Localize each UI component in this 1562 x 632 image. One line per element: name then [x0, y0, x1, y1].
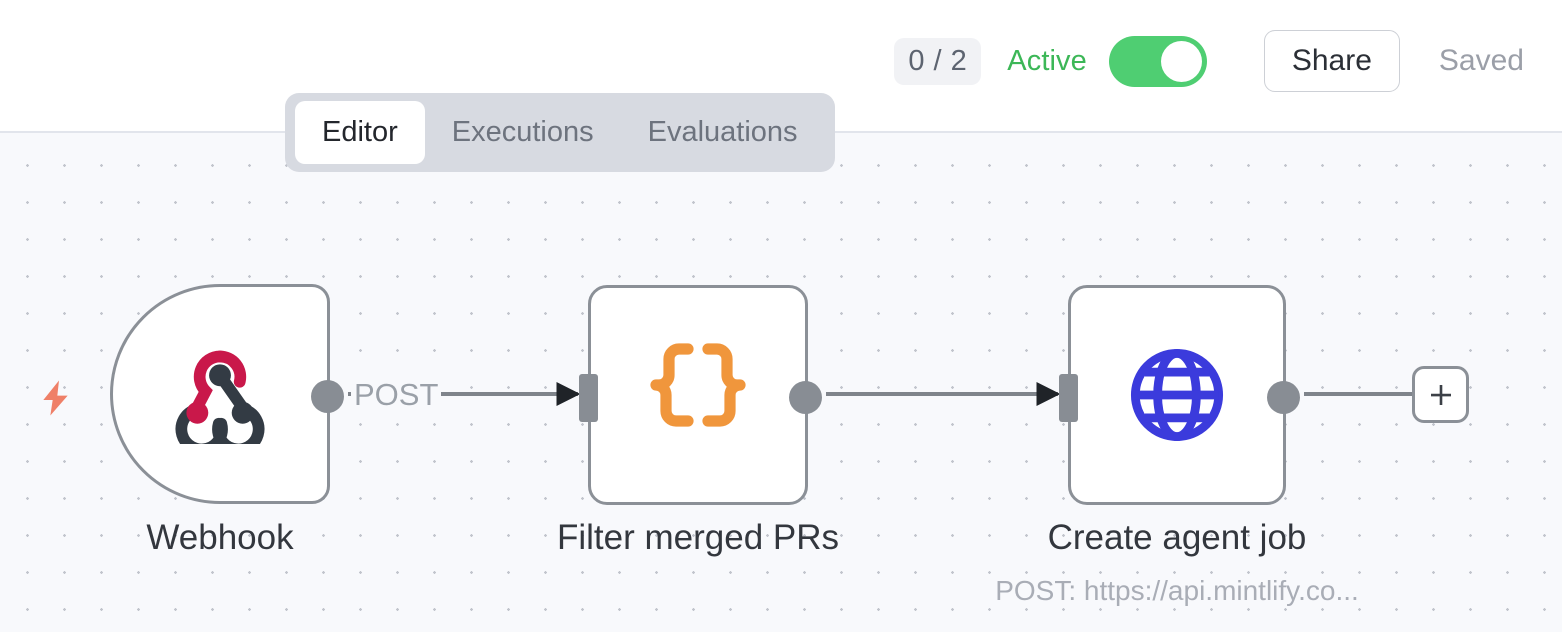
- node-subtitle-create-agent-job: POST: https://api.mintlify.co...: [995, 575, 1359, 606]
- view-tabs: Editor Executions Evaluations: [285, 93, 835, 172]
- node-filter-merged-prs[interactable]: [579, 285, 822, 505]
- tab-evaluations[interactable]: Evaluations: [647, 116, 798, 148]
- save-state-label: Saved: [1438, 44, 1524, 77]
- node-label-filter-merged-prs: Filter merged PRs: [556, 518, 840, 557]
- share-button[interactable]: Share: [1263, 30, 1400, 92]
- workflow-status-label: Active: [1007, 44, 1087, 77]
- run-count-badge: 0 / 2: [894, 37, 982, 85]
- connection-label-post: POST: [351, 377, 442, 413]
- lightning-bolt-icon: [43, 380, 68, 416]
- node-icon-container: [1071, 288, 1283, 502]
- workflow-canvas[interactable]: Webhook POST Filter merged PRs: [0, 131, 1562, 632]
- node-webhook[interactable]: [110, 284, 344, 504]
- add-node-button[interactable]: [1412, 366, 1469, 423]
- tab-executions[interactable]: Executions: [451, 116, 594, 148]
- http-output-port[interactable]: [1267, 381, 1300, 414]
- webhook-output-port[interactable]: [311, 380, 344, 413]
- globe-icon: [1130, 348, 1224, 442]
- filter-input-port[interactable]: [579, 374, 598, 422]
- webhook-icon: [175, 350, 265, 444]
- tab-editor[interactable]: Editor: [295, 101, 425, 164]
- node-icon-container: [113, 287, 327, 501]
- toggle-knob: [1160, 40, 1202, 82]
- node-label-webhook: Webhook: [146, 518, 294, 557]
- http-input-port[interactable]: [1059, 374, 1078, 422]
- node-create-agent-job[interactable]: [1059, 285, 1300, 505]
- code-braces-icon: [650, 343, 746, 427]
- top-bar-actions: 0 / 2 Active Share Saved: [894, 28, 1524, 94]
- node-icon-container: [591, 288, 805, 502]
- plus-icon: [1430, 384, 1451, 405]
- filter-output-port[interactable]: [789, 381, 822, 414]
- node-label-create-agent-job: Create agent job: [1047, 518, 1307, 557]
- active-toggle[interactable]: [1108, 35, 1207, 87]
